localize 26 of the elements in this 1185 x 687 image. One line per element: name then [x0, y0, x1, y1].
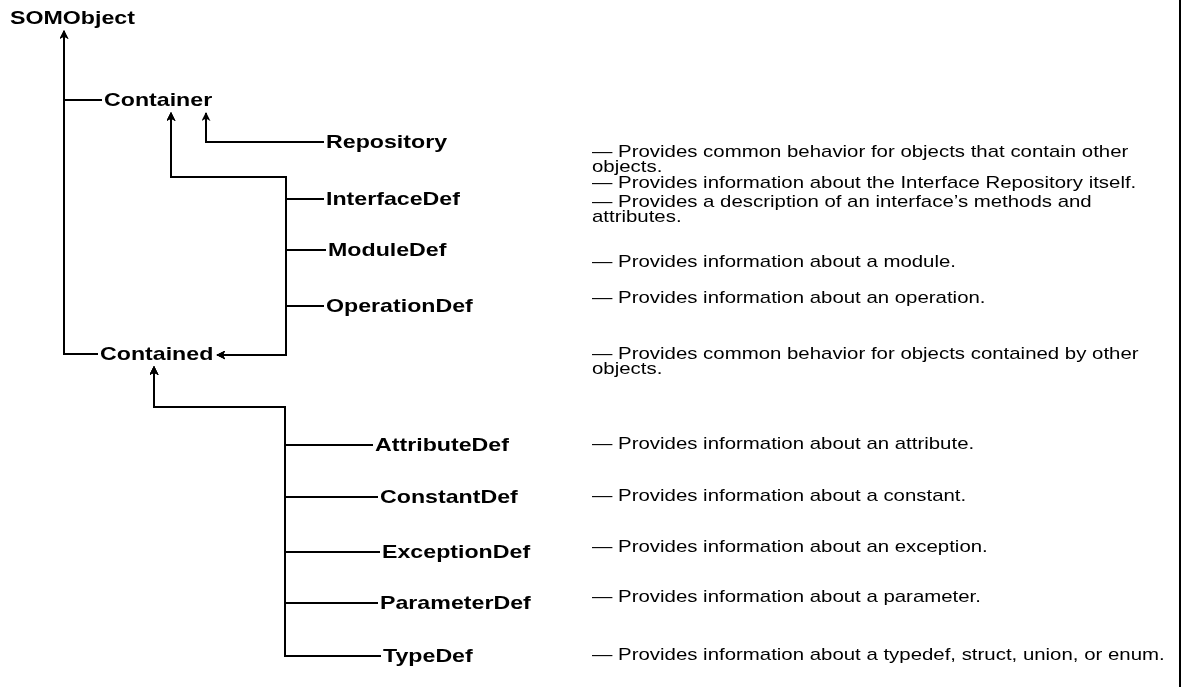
class-name: SOMObject	[10, 7, 135, 29]
class-name: OperationDef	[326, 295, 473, 317]
arrow	[149, 366, 382, 657]
class-name: ExceptionDef	[382, 541, 531, 563]
description-text: — Provides information about a parameter.	[592, 589, 982, 604]
description-text: — Provides information about an attribute.	[592, 436, 976, 451]
description-text: — Provides common behavior for objects contained by other objects.	[592, 346, 1140, 376]
description-text: — Provides a description of an interface’s methods and attributes.	[592, 194, 1093, 224]
class-name: InterfaceDef	[326, 188, 460, 210]
description-text: — Provides information about a module.	[592, 254, 957, 269]
class-name: AttributeDef	[375, 434, 509, 456]
description-text: — Provides information about a typedef, struct, union, or enum.	[592, 647, 1166, 662]
description-text: — Provides information about an operation.	[592, 290, 987, 305]
description-text: — Provides common behavior for objects that contain other objects.	[592, 144, 1130, 174]
class-name: TypeDef	[383, 645, 473, 667]
description-text: — Provides information about a constant.	[592, 488, 968, 503]
arrow	[59, 30, 99, 355]
description-text: — Provides information about the Interface Repository itself.	[592, 175, 1138, 190]
class-name: Repository	[326, 131, 448, 153]
class-name: Contained	[100, 343, 214, 365]
class-name: ParameterDef	[380, 592, 531, 614]
description-text: — Provides information about an exception.	[592, 539, 989, 554]
class-name: ConstantDef	[380, 486, 518, 508]
class-name: Container	[104, 89, 213, 111]
class-name: ModuleDef	[328, 239, 447, 261]
arrow	[201, 112, 325, 143]
